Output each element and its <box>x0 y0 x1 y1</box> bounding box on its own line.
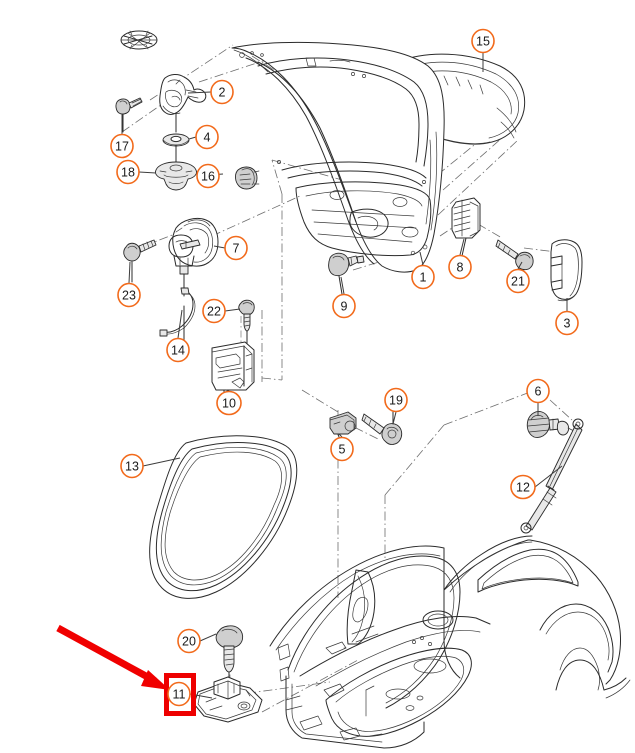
part-striker-bolt <box>215 625 244 683</box>
part-flange-bolt <box>361 411 403 445</box>
callout-label-21: 21 <box>511 275 525 289</box>
callout-20[interactable]: 20 <box>177 628 201 654</box>
part-rubber-buffer <box>451 197 481 257</box>
callout-ring-14 <box>166 337 190 363</box>
callout-ring-20 <box>177 628 201 654</box>
callout-1[interactable]: 1 <box>411 264 435 290</box>
callout-ring-6 <box>526 378 550 404</box>
callout-label-2: 2 <box>219 86 226 100</box>
part-grommet <box>155 161 197 191</box>
callout-6[interactable]: 6 <box>526 378 550 404</box>
callout-ring-17 <box>110 133 134 159</box>
callout-ring-4 <box>195 124 219 150</box>
callout-leader-lines <box>121 53 568 699</box>
callout-8[interactable]: 8 <box>448 254 472 280</box>
callout-label-12: 12 <box>516 481 530 495</box>
callout-23[interactable]: 23 <box>117 282 141 308</box>
callout-label-9: 9 <box>341 300 348 314</box>
callout-10[interactable]: 10 <box>216 390 242 416</box>
callout-ring-5 <box>330 436 354 462</box>
part-bushing-top-left <box>120 30 158 50</box>
callout-ring-18 <box>116 159 140 185</box>
part-lock-catch-striker <box>193 676 263 723</box>
callout-label-14: 14 <box>171 344 185 358</box>
part-striker-housing <box>211 341 255 401</box>
callout-label-10: 10 <box>222 397 236 411</box>
callout-21[interactable]: 21 <box>506 268 530 294</box>
callout-9[interactable]: 9 <box>332 293 356 319</box>
callout-ring-1 <box>411 264 435 290</box>
callout-label-1: 1 <box>420 271 427 285</box>
callout-ring-15 <box>471 28 495 54</box>
callout-16[interactable]: 16 <box>196 163 220 189</box>
callout-ring-10 <box>216 390 242 416</box>
part-hex-bolt <box>115 97 143 133</box>
part-trim-screw <box>495 239 534 272</box>
callout-ring-12 <box>510 474 536 500</box>
callout-label-8: 8 <box>457 261 464 275</box>
callout-15[interactable]: 15 <box>471 28 495 54</box>
part-trim-end-cap <box>550 239 583 302</box>
part-buffer-stop <box>329 411 357 441</box>
highlight-box <box>164 673 196 716</box>
callout-19[interactable]: 19 <box>384 387 408 413</box>
callout-label-22: 22 <box>207 305 221 319</box>
part-gas-strut <box>520 418 584 534</box>
part-cable-link <box>159 287 196 345</box>
callout-label-5: 5 <box>339 443 346 457</box>
part-cap-nut <box>235 166 260 190</box>
callout-label-13: 13 <box>125 460 139 474</box>
callout-ring-13 <box>120 453 144 479</box>
callout-3[interactable]: 3 <box>555 310 579 336</box>
callout-label-18: 18 <box>121 166 135 180</box>
callout-5[interactable]: 5 <box>330 436 354 462</box>
callout-label-19: 19 <box>389 394 403 408</box>
part-housing-bolt <box>238 299 255 349</box>
callout-ring-19 <box>384 387 408 413</box>
part-hinge-bracket <box>159 74 207 133</box>
part-washer <box>162 133 190 164</box>
callout-13[interactable]: 13 <box>120 453 144 479</box>
callout-ring-21 <box>506 268 530 294</box>
highlight-arrow <box>56 624 170 690</box>
callout-18[interactable]: 18 <box>116 159 140 185</box>
part-ball-stud <box>526 401 575 438</box>
callout-12[interactable]: 12 <box>510 474 536 500</box>
callout-label-11: 11 <box>173 688 186 702</box>
callout-label-6: 6 <box>535 385 542 399</box>
callout-label-15: 15 <box>476 35 490 49</box>
callout-14[interactable]: 14 <box>166 337 190 363</box>
callout-label-23: 23 <box>122 289 136 303</box>
callout-ring-23 <box>117 282 141 308</box>
callout-ring-8 <box>448 254 472 280</box>
callout-2[interactable]: 2 <box>210 79 234 105</box>
callout-label-20: 20 <box>182 635 196 649</box>
callout-ring-2 <box>210 79 234 105</box>
callout-label-16: 16 <box>201 170 215 184</box>
callout-22[interactable]: 22 <box>202 298 226 324</box>
callout-ring-3 <box>555 310 579 336</box>
callout-label-4: 4 <box>204 131 211 145</box>
callout-4[interactable]: 4 <box>195 124 219 150</box>
part-lock-latch-assembly <box>168 217 219 297</box>
callout-ring-16 <box>196 163 220 189</box>
callout-ring-9 <box>332 293 356 319</box>
callout-7[interactable]: 7 <box>224 235 248 261</box>
callout-ring-7 <box>224 235 248 261</box>
part-tailgate-seal <box>149 435 298 599</box>
callout-label-7: 7 <box>233 242 240 256</box>
callout-label-17: 17 <box>115 140 129 154</box>
part-tailgate-panel <box>231 41 445 273</box>
callout-ring-22 <box>202 298 226 324</box>
callout-11[interactable]: 11 <box>167 681 191 707</box>
illustration-car-rear-body <box>269 535 631 749</box>
part-lock-pin <box>328 252 365 295</box>
callout-label-3: 3 <box>564 317 571 331</box>
callout-17[interactable]: 17 <box>110 133 134 159</box>
callout-ring-11 <box>167 681 191 707</box>
part-latch-bolt <box>123 239 157 283</box>
